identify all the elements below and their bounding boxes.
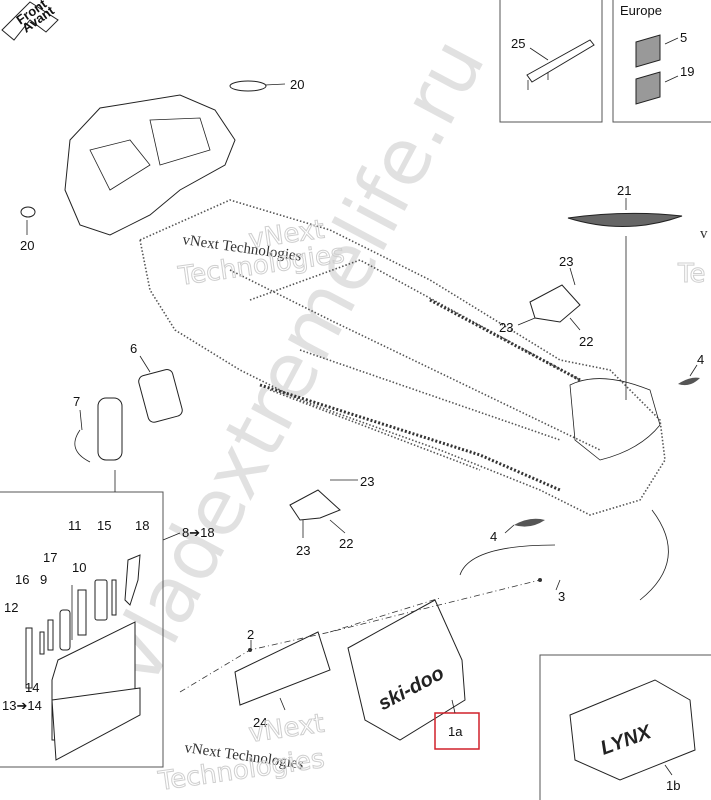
reflector-parts	[635, 34, 661, 105]
callout-12: 12	[4, 600, 18, 615]
tube-part	[97, 397, 123, 461]
callout-7: 7	[73, 394, 80, 409]
callout-23: 23	[360, 474, 374, 489]
watermark-edge: v	[700, 226, 708, 242]
callout-22: 22	[579, 334, 593, 349]
inset-box-lynx-flap	[539, 654, 711, 800]
callout-21: 21	[617, 183, 631, 198]
callout-16: 16	[15, 572, 29, 587]
callout-1a: 1a	[448, 724, 463, 739]
callout-14: 14	[25, 680, 39, 695]
footrest-right	[529, 284, 581, 323]
flap-24	[234, 631, 331, 706]
callout-2: 2	[247, 627, 254, 642]
footrest-left	[289, 489, 341, 521]
region-label-europe: Europe	[620, 3, 662, 18]
callout-13-14: 13➔14	[2, 698, 42, 713]
callout-23: 23	[499, 320, 513, 335]
highlight-box-1a	[434, 712, 480, 750]
callout-15: 15	[97, 518, 111, 533]
callout-8-18: 8➔18	[182, 525, 215, 540]
callout-22: 22	[339, 536, 353, 551]
callout-20: 20	[20, 238, 34, 253]
bracket-part	[526, 39, 595, 90]
callout-9: 9	[40, 572, 47, 587]
callout-20: 20	[290, 77, 304, 92]
snow-flap-1a: ski-doo	[347, 599, 466, 741]
inset-box-bracket	[499, 0, 603, 123]
callout-23: 23	[559, 254, 573, 269]
front-direction-arrow: Front Avant	[1, 0, 59, 41]
callout-19: 19	[680, 64, 694, 79]
module-part	[138, 369, 183, 423]
watermark-edge: Te	[677, 259, 705, 289]
callout-1b: 1b	[666, 778, 680, 793]
callout-23: 23	[296, 543, 310, 558]
callout-17: 17	[43, 550, 57, 565]
callout-4: 4	[490, 529, 497, 544]
emblem-part	[567, 198, 683, 400]
trim-left	[514, 518, 545, 527]
inset-box-tool-kit	[0, 491, 164, 768]
callout-6: 6	[130, 341, 137, 356]
inset-box-europe	[612, 0, 711, 123]
callout-18: 18	[135, 518, 149, 533]
hood-part	[20, 80, 267, 236]
callout-24: 24	[253, 715, 267, 730]
callout-4: 4	[697, 352, 704, 367]
callout-10: 10	[72, 560, 86, 575]
callout-5: 5	[680, 30, 687, 45]
callout-11: 11	[68, 518, 82, 533]
callout-25: 25	[511, 36, 525, 51]
trim-right	[678, 377, 700, 386]
lynx-flap-1b: LYNX	[569, 679, 696, 781]
tool-kit-parts	[25, 554, 141, 761]
callout-3: 3	[558, 589, 565, 604]
chassis-frame	[139, 199, 666, 516]
